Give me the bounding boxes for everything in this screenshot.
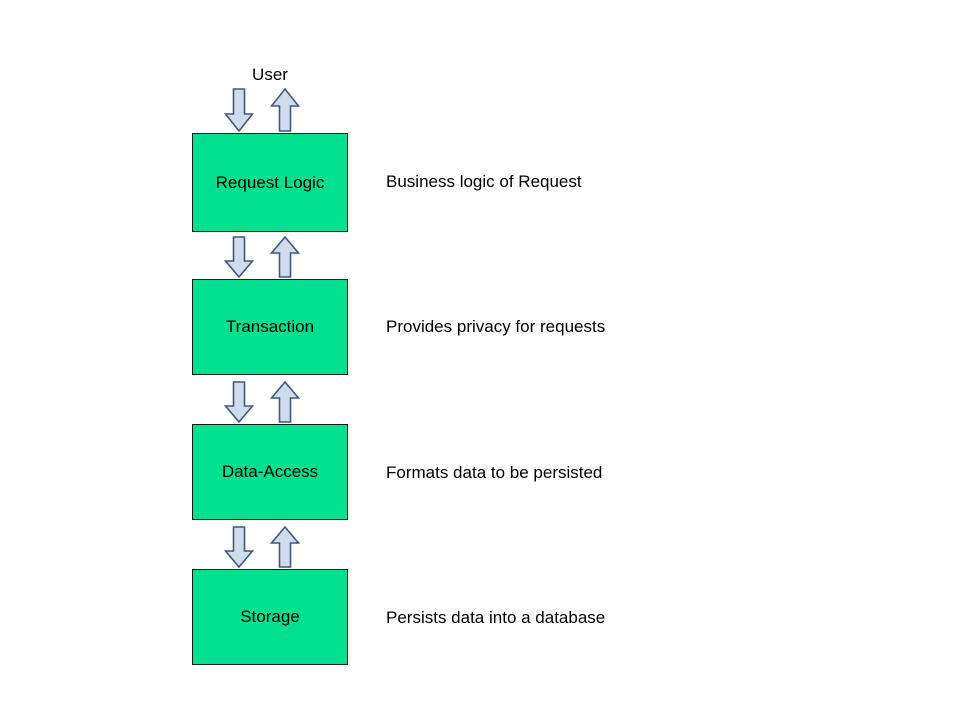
connector-data-access-storage xyxy=(192,526,348,568)
layer-box-transaction[interactable]: Transaction xyxy=(192,279,348,375)
layer-description-data-access: Formats data to be persisted xyxy=(386,463,603,482)
layer-title: Storage xyxy=(240,607,300,626)
layer-box-storage[interactable]: Storage xyxy=(192,569,348,665)
arrow-up-icon xyxy=(270,88,300,132)
arrow-down-icon xyxy=(224,381,254,423)
layer-box-request-logic[interactable]: Request Logic xyxy=(192,133,348,232)
arrow-down-icon xyxy=(224,236,254,278)
layer-title: Transaction xyxy=(225,317,315,336)
arrow-down-icon xyxy=(224,526,254,568)
layer-description-storage: Persists data into a database xyxy=(386,608,606,627)
arrow-up-icon xyxy=(270,381,300,423)
layer-box-data-access[interactable]: Data-Access xyxy=(192,424,348,520)
user-label: User xyxy=(252,65,288,84)
connector-user-request-logic xyxy=(192,88,348,132)
layer-description-transaction: Provides privacy for requests xyxy=(386,317,606,336)
connector-transaction-data-access xyxy=(192,381,348,423)
arrow-up-icon xyxy=(270,236,300,278)
arrow-up-icon xyxy=(270,526,300,568)
layer-title: Data-Access xyxy=(221,462,319,481)
layer-title: Request Logic xyxy=(215,172,325,192)
arrow-down-icon xyxy=(224,88,254,132)
connector-request-logic-transaction xyxy=(192,236,348,278)
layer-description-request-logic: Business logic of Request xyxy=(386,172,582,191)
